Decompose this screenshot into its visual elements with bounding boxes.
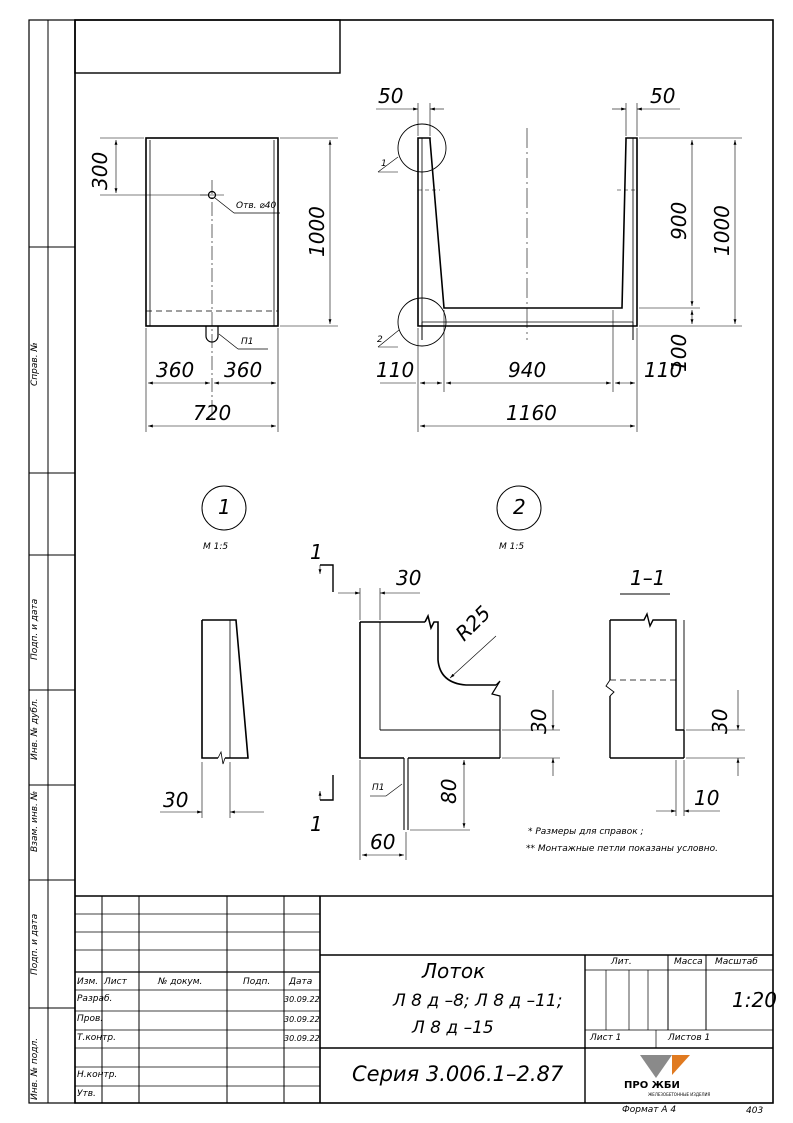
detail-2-number: 2 [513,495,526,519]
dim-360-right: 360 [224,358,263,382]
tb-sheets: Листов 1 [668,1033,711,1043]
detail-2-scale: М 1:5 [499,542,525,552]
title-block-grid [75,895,773,1103]
tb-header-list: Лист [104,977,127,987]
side-label-inv-dubl: Инв. № дубл. [30,698,40,760]
tb-role-row: Н.контр. [77,1070,118,1080]
sheet-frame [28,19,774,1104]
tb-lit-header: Лит. [611,957,632,967]
side-label-podp-data-2: Подп. и дата [30,913,40,975]
tb-sheet: Лист 1 [590,1033,622,1043]
detail-1-dim-30: 30 [163,788,189,812]
product-marks-line1: Л 8 д –8; Л 8 д –11; [393,991,563,1011]
note-1: * Размеры для справок ; [528,827,644,837]
detail-1-drawing [160,619,264,818]
side-label-podp-data-1: Подп. и дата [30,598,40,660]
detail-1-scale: М 1:5 [203,542,229,552]
detail-callouts [201,485,542,531]
tb-scale-header: Масштаб [715,957,758,967]
section-1-1-dim-10: 10 [694,786,720,810]
tb-header-dokum: № докум. [158,977,203,987]
dim-900: 900 [667,201,691,240]
detail-2-dim-30-top: 30 [396,566,422,590]
page-number: 403 [746,1106,764,1116]
tb-date-row: 30.09.22 [284,995,320,1004]
section-view [376,103,742,432]
loop-label-front: П1 [241,337,254,347]
tb-role-row: Т.контр. [77,1033,117,1043]
dim-940: 940 [508,358,547,382]
side-label-inv-podl: Инв. № подл. [30,1037,40,1100]
cut-mark-bottom: 1 [310,812,323,836]
dim-1160: 1160 [506,401,557,425]
hole-note: Отв. ⌀40 [236,201,277,211]
detail-2-dim-30-right: 30 [527,708,551,734]
tb-scale-value: 1:20 [732,988,777,1012]
note-2: ** Монтажные петли показаны условно. [526,844,718,854]
tb-date-row: 30.09.22 [284,1015,320,1024]
detail-2-drawing [318,564,560,860]
section-1-1-dim-30: 30 [708,708,732,734]
callout-2-label: 2 [377,335,383,345]
sheet-format: Формат А 4 [622,1105,677,1115]
logo-subtext: ЖЕЛЕЗОБЕТОННЫЕ ИЗДЕЛИЯ [648,1092,711,1097]
section-1-1-title: 1–1 [630,566,666,590]
callout-1-label: 1 [381,159,387,169]
tb-header-izm: Изм. [77,977,99,987]
dim-1000-section: 1000 [710,205,734,256]
tb-date-row: 30.09.22 [284,1034,320,1043]
dim-50-left: 50 [378,84,404,108]
product-marks-line2: Л 8 д –15 [412,1018,494,1038]
product-name: Лоток [422,959,486,983]
tb-role-row: Утв. [77,1089,96,1099]
tb-header-podp: Подп. [243,977,271,987]
side-label-vzam-inv: Взам. инв. № [30,790,40,852]
dim-720: 720 [193,401,232,425]
section-1-1-drawing [605,593,745,816]
dim-1000-front: 1000 [305,206,329,257]
dim-110-right: 110 [644,358,683,382]
tb-header-data: Дата [289,977,313,987]
tb-role-row: Разраб. [77,994,113,1004]
dim-110-left: 110 [376,358,415,382]
detail-1-number: 1 [218,495,231,519]
tb-role-row: Пров. [77,1014,104,1024]
front-view [100,137,338,432]
detail-2-dim-60: 60 [370,830,396,854]
detail-2-loop-label: П1 [372,783,385,793]
side-label-sprav-no: Справ. № [30,342,40,386]
dim-300: 300 [88,151,112,190]
logo-text: ПРО ЖБИ [624,1080,680,1091]
dim-360-left: 360 [156,358,195,382]
detail-2-dim-80: 80 [437,778,461,804]
cut-mark-top: 1 [310,540,323,564]
tb-massa-header: Масса [674,957,703,967]
drawing-series: Серия 3.006.1–2.87 [352,1062,564,1086]
company-logo [640,1055,690,1078]
dim-50-right: 50 [650,84,676,108]
